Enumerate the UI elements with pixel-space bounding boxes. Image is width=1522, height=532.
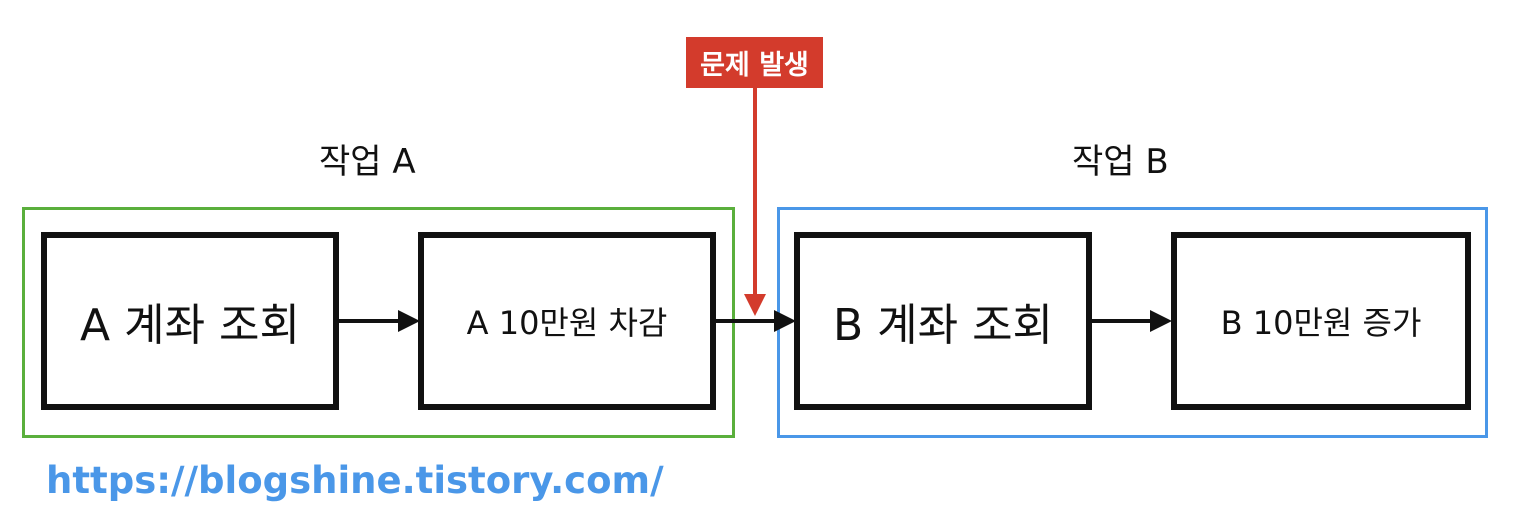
arrowhead-a1-to-a2 [398, 310, 420, 332]
step-b-account-lookup: B 계좌 조회 [794, 232, 1092, 410]
arrowhead-b1-to-b2 [1150, 310, 1172, 332]
arrowhead-a2-to-b1 [774, 310, 796, 332]
problem-badge: 문제 발생 [686, 37, 823, 88]
blog-url-link[interactable]: https://blogshine.tistory.com/ [46, 459, 664, 502]
group-b-title: 작업 B [1072, 142, 1169, 182]
step-a-account-lookup: A 계좌 조회 [41, 232, 339, 410]
problem-pointer-head [744, 294, 766, 316]
step-a-debit: A 10만원 차감 [418, 232, 716, 410]
step-b-credit: B 10만원 증가 [1171, 232, 1471, 410]
group-a-title: 작업 A [319, 142, 416, 182]
